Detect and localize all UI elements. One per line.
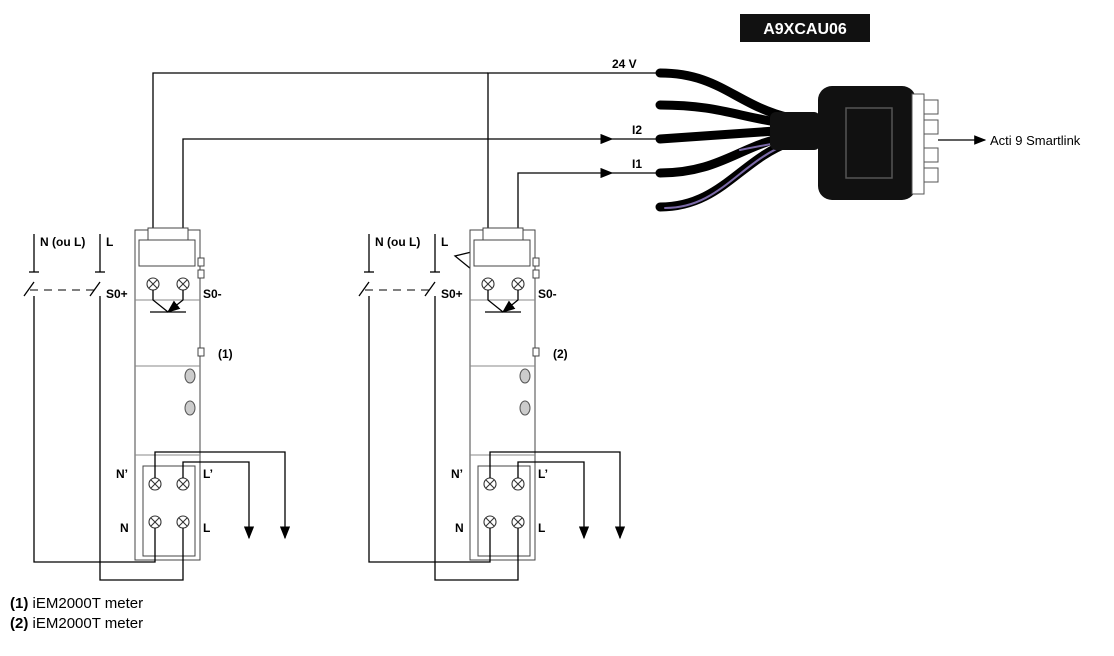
meter-1-lin-label: L: [203, 521, 210, 535]
meter-1-supply: [23, 234, 184, 581]
meter-2-supply-n-label: N (ou L): [375, 235, 420, 249]
legend-text: iEM2000T meter: [32, 615, 144, 632]
meter-2: N (ou L) L S0+ S0- (2) N’ L’ N L: [358, 227, 626, 581]
meter-1-s0m-label: S0-: [203, 287, 222, 301]
meter-2-s0p-label: S0+: [441, 287, 463, 301]
cable-model-label: A9XCAU06: [763, 21, 847, 38]
legend-num: (2): [10, 615, 29, 632]
wiring-diagram: A9XCAU06 Acti 9 Smartlink 24 V I2 I1: [23, 14, 1081, 581]
meter-1-nin-label: N: [120, 521, 129, 535]
meter-2-nin-label: N: [455, 521, 464, 535]
wire-i2-label: I2: [632, 123, 642, 137]
meter-1: N (ou L) L S0+ S0- (1) N’ L’ N L: [23, 227, 291, 581]
meter-1-marker: (1): [218, 347, 233, 361]
meter-1-s0p-label: S0+: [106, 287, 128, 301]
cable-model-badge: [740, 14, 870, 42]
legend-item-1: (1) iEM2000T meter: [10, 594, 143, 614]
wire-i1-label: I1: [632, 157, 642, 171]
meter-1-lout-label: L’: [203, 467, 213, 481]
legend: (1) iEM2000T meter (2) iEM2000T meter: [10, 594, 143, 634]
legend-text: iEM2000T meter: [32, 595, 144, 612]
meter-2-s0m-label: S0-: [538, 287, 557, 301]
meter-1-supply-l-label: L: [106, 235, 113, 249]
meter-1-nout-label: N’: [116, 467, 128, 481]
smartlink-label: Acti 9 Smartlink: [990, 133, 1081, 148]
cable-sleeve: [770, 112, 820, 150]
signal-wires: [152, 72, 660, 283]
meter-2-nout-label: N’: [451, 467, 463, 481]
legend-num: (1): [10, 595, 29, 612]
meter-2-lin-label: L: [538, 521, 545, 535]
meter-2-lout-label: L’: [538, 467, 548, 481]
connector: [818, 86, 939, 200]
cable-a9xcau06: A9XCAU06 Acti 9 Smartlink 24 V I2 I1: [612, 14, 1081, 212]
legend-item-2: (2) iEM2000T meter: [10, 614, 143, 634]
meter-2-marker: (2): [553, 347, 568, 361]
meter-2-supply: [358, 234, 519, 581]
meter-1-supply-n-label: N (ou L): [40, 235, 85, 249]
wire-24v-label: 24 V: [612, 57, 637, 71]
meter-2-supply-l-label: L: [441, 235, 448, 249]
